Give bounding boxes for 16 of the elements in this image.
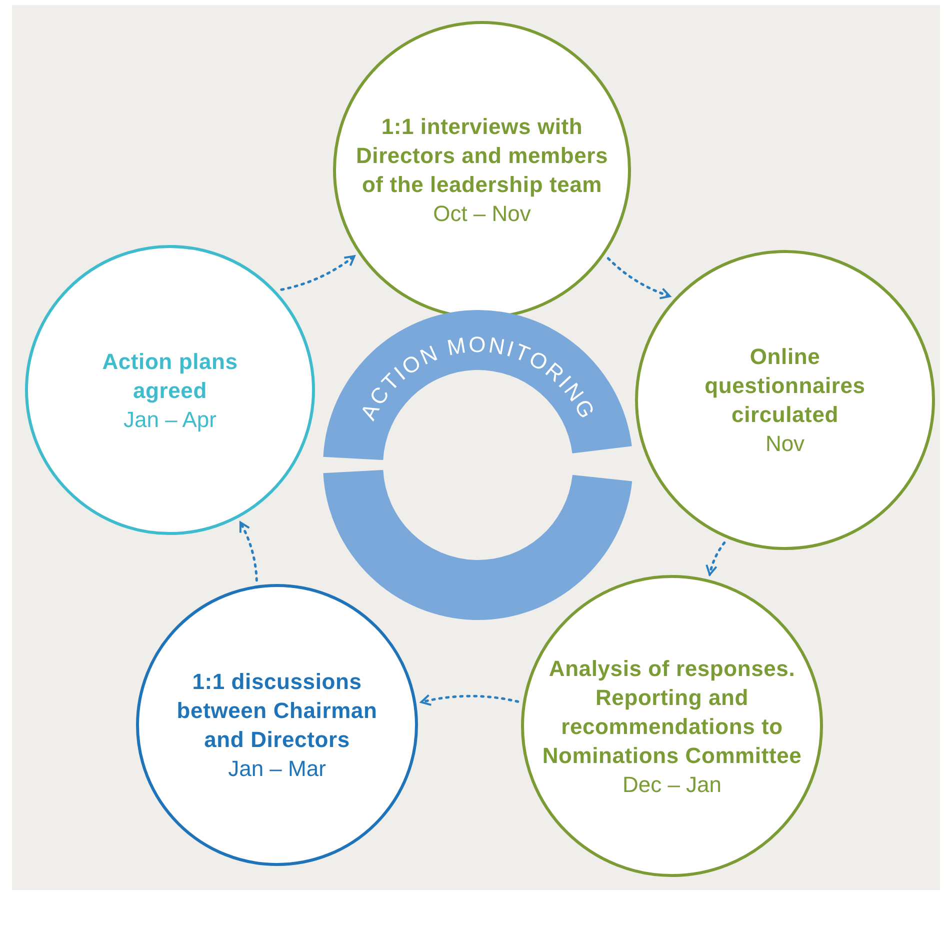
dotted-arrow — [706, 541, 726, 576]
stage-period: Dec – Jan — [622, 770, 722, 798]
stage-period: Oct – Nov — [433, 200, 531, 228]
stage-period: Jan – Mar — [228, 755, 326, 783]
stage-title: 1:1 discussions between Chairman and Directors — [176, 668, 378, 754]
stage-title: Analysis of responses. Reporting and recommendations to Nominations Committee — [541, 654, 803, 770]
stage-title: Action plans agreed — [101, 348, 239, 404]
dotted-arrow — [606, 257, 672, 300]
dotted-arrow — [280, 254, 356, 291]
stage-period: Nov — [765, 430, 805, 458]
cycle-ring — [323, 310, 633, 620]
dotted-arrow — [239, 521, 258, 582]
dotted-arrow — [420, 694, 520, 706]
stage-period: Jan – Apr — [124, 406, 216, 434]
stage-title: Online questionnaires circulated — [704, 343, 866, 429]
stage-title: 1:1 interviews with Directors and members of the leadership team — [354, 113, 610, 199]
